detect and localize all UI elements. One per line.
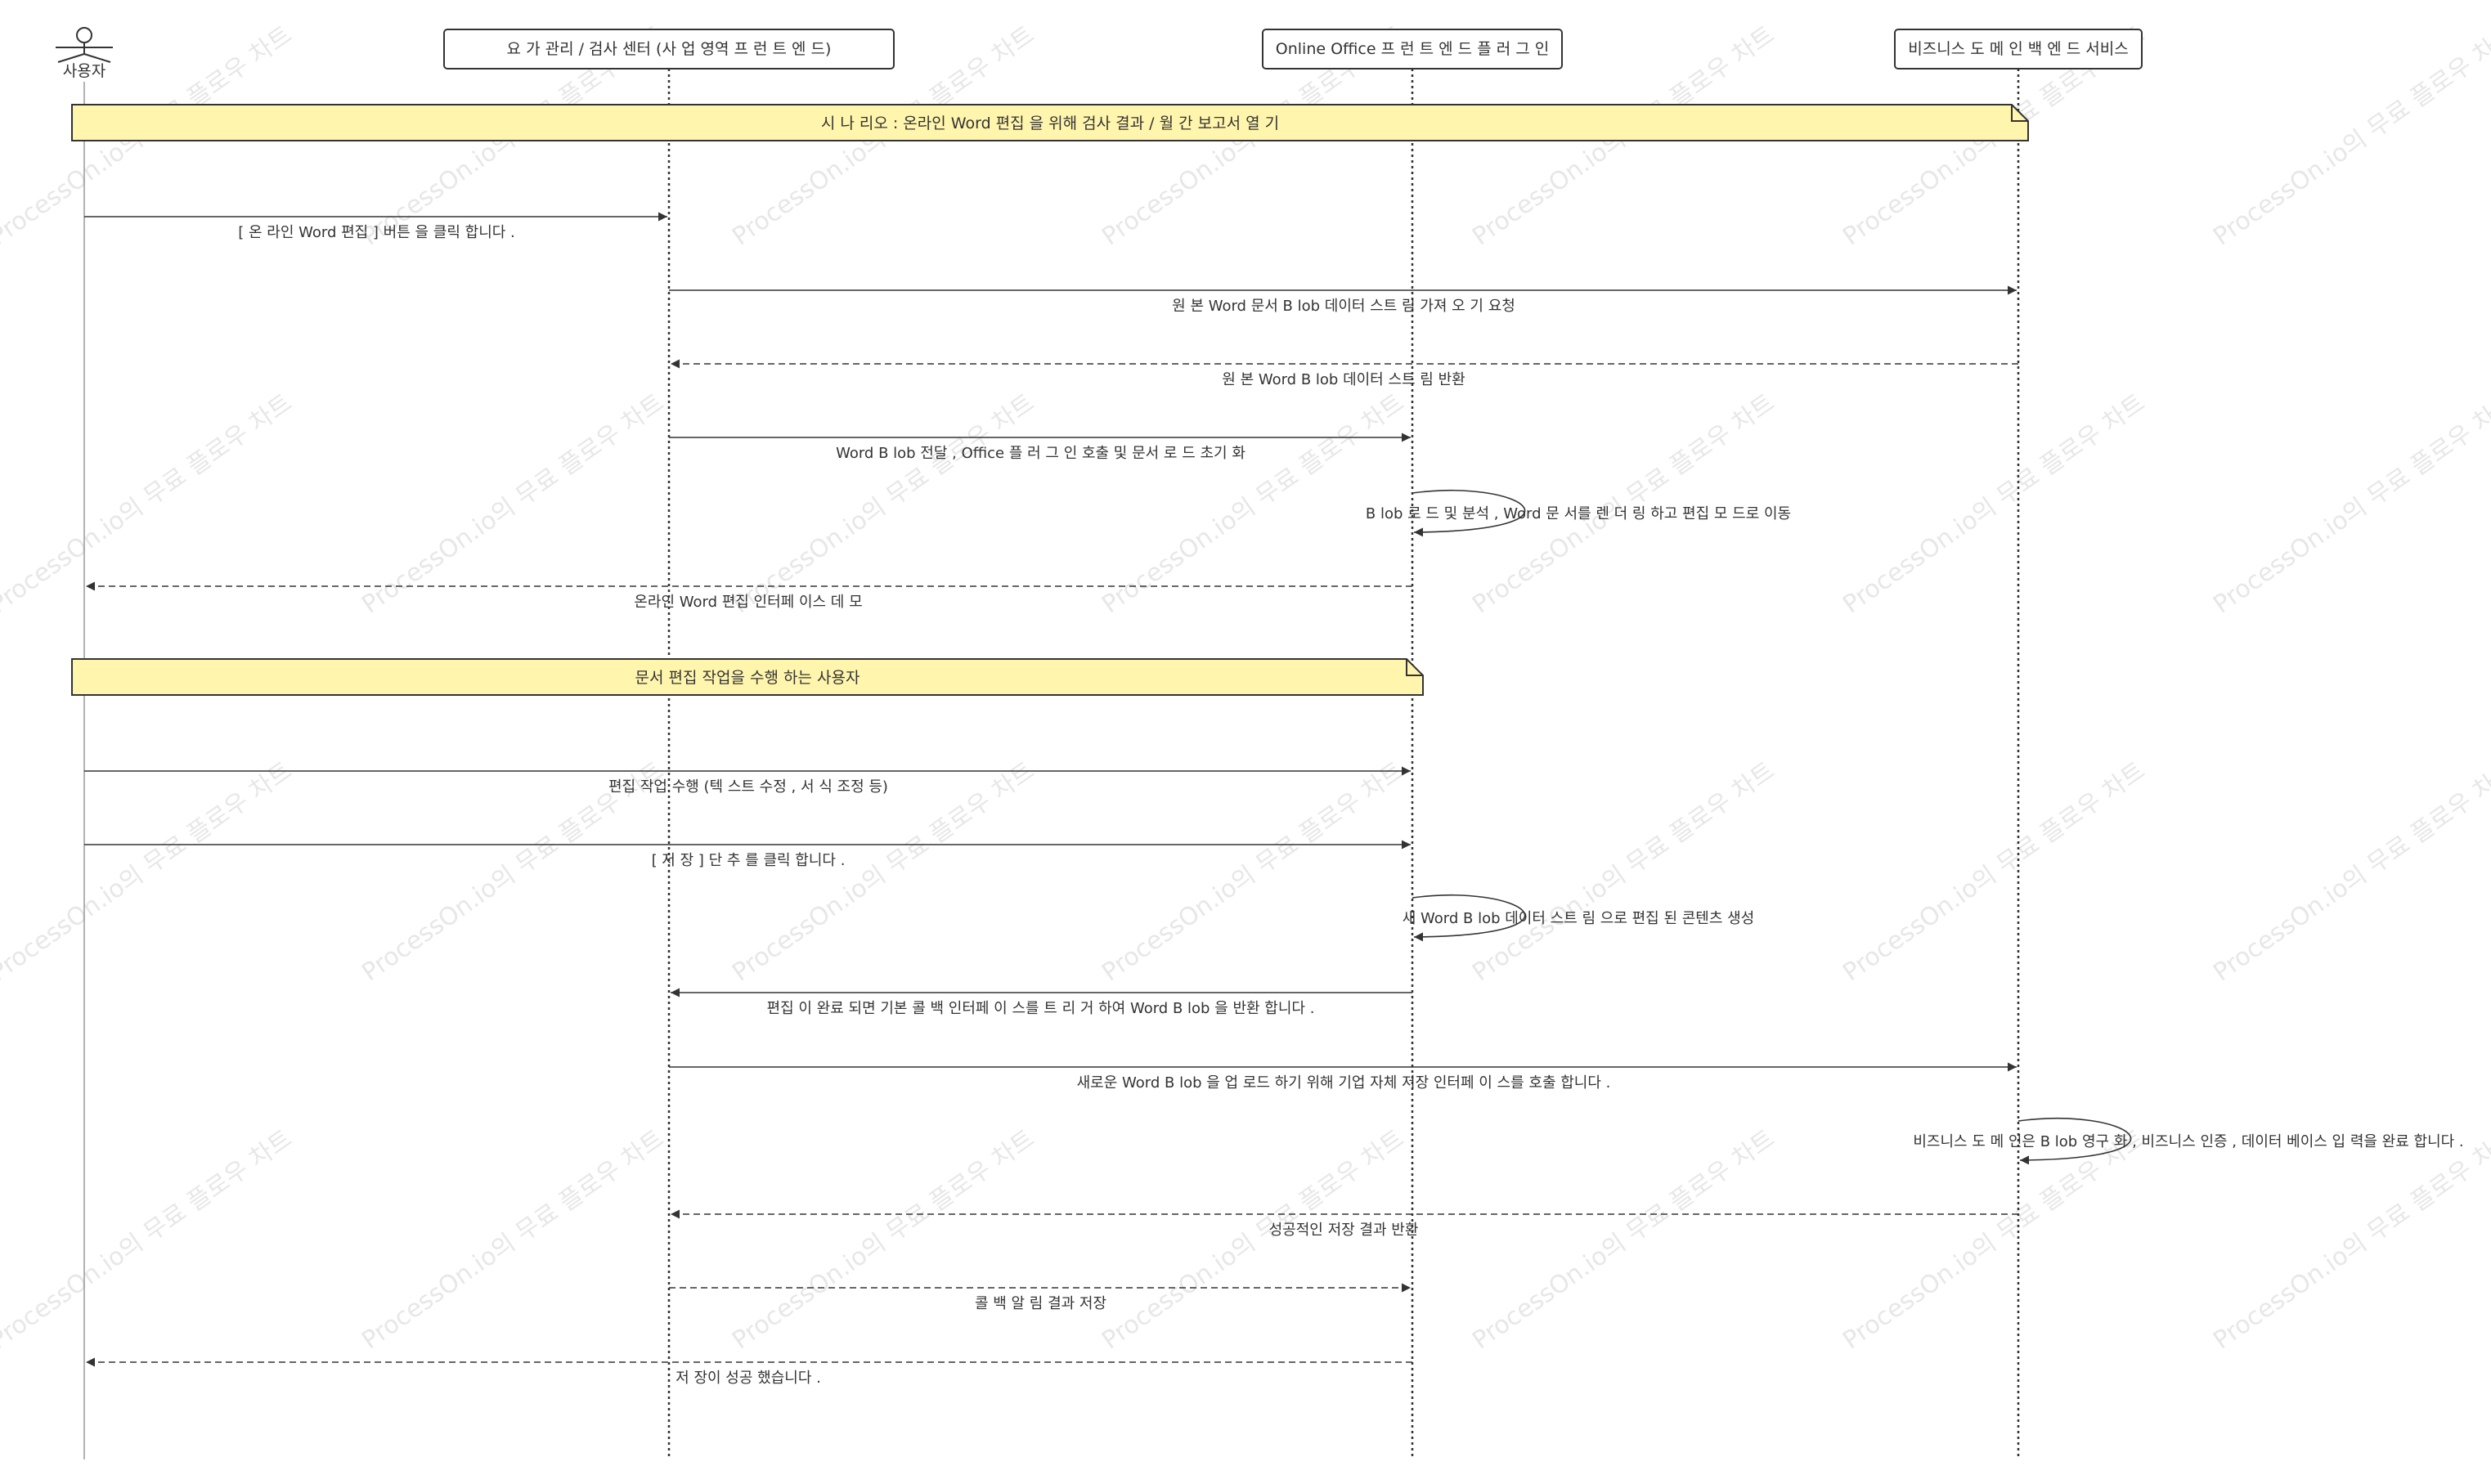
watermark-text: ProcessOn.io의 무료 플로우 차트 [1467,388,1780,619]
note-label: 시 나 리오 : 온라인 Word 편집 을 위해 검사 결과 / 월 간 보고… [821,114,1279,132]
message-arrow: 온라인 Word 편집 인터페 이스 데 모 [86,581,1412,611]
message-arrow: 편집 이 완료 되면 기본 콜 백 인터페 이 스를 트 리 거 하여 Word… [671,988,1412,1017]
message-arrow: 원 본 Word B lob 데이터 스트 림 반환 [671,359,2018,388]
participant-office: Online Office 프 런 트 엔 드 플 러 그 인 [1262,29,1563,69]
message-label: 성공적인 저장 결과 반환 [1269,1222,1419,1239]
self-message-label: 비즈니스 도 메 인은 B lob 영구 화 , 비즈니스 인증 , 데이터 베… [1913,1133,2463,1150]
note-label: 문서 편집 작업을 수행 하는 사용자 [635,669,860,687]
actor-label: 사용자 [63,62,105,80]
watermark-text: ProcessOn.io의 무료 플로우 차트 [727,1124,1039,1355]
watermark-text: ProcessOn.io의 무료 플로우 차트 [0,756,298,987]
message-label: 원 본 Word 문서 B lob 데이터 스트 림 가져 오 기 요청 [1172,298,1515,315]
self-loop [2017,1118,2132,1165]
self-message: B lob 로 드 및 분석 , Word 문 서를 렌 더 링 하고 편집 모… [1366,490,1791,537]
message-label: 원 본 Word B lob 데이터 스트 림 반환 [1222,371,1465,388]
message-label: 새로운 Word B lob 을 업 로드 하기 위해 기업 자체 저장 인터페… [1077,1074,1611,1092]
participant-label: 비즈니스 도 메 인 백 엔 드 서비스 [1908,40,2129,58]
message-arrow: [ 온 라인 Word 편집 ] 버튼 을 클릭 합니다 . [84,212,667,241]
watermark-text: ProcessOn.io의 무료 플로우 차트 [1838,1124,2150,1355]
participant-be: 비즈니스 도 메 인 백 엔 드 서비스 [1894,29,2143,69]
message-arrow: 저 장이 성공 했습니다 . [86,1357,1412,1387]
message-arrow: 편집 작업 수행 (텍 스트 수정 , 서 식 조정 등) [84,766,1411,796]
note: 시 나 리오 : 온라인 Word 편집 을 위해 검사 결과 / 월 간 보고… [71,104,2029,141]
watermark-text: ProcessOn.io의 무료 플로우 차트 [2208,20,2491,251]
watermark-text: ProcessOn.io의 무료 플로우 차트 [1097,756,1409,987]
watermark-text: ProcessOn.io의 무료 플로우 차트 [1467,756,1780,987]
participants: 사용자 요 가 관리 / 검사 센터 (사 업 영역 프 런 트 엔 드) Onli… [56,27,2143,80]
self-loop [1412,894,1526,942]
self-message: 비즈니스 도 메 인은 B lob 영구 화 , 비즈니스 인증 , 데이터 베… [1913,1118,2464,1165]
message-label: [ 온 라인 Word 편집 ] 버튼 을 클릭 합니다 . [238,224,515,241]
actor-user: 사용자 [56,27,113,80]
watermark-text: ProcessOn.io의 무료 플로우 차트 [1838,388,2150,619]
participant-box [443,29,895,69]
message-arrow: Word B lob 전달 , Office 플 러 그 인 호출 및 문서 로… [669,433,1411,462]
note-box [71,104,2029,141]
watermark-text: ProcessOn.io의 무료 플로우 차트 [2208,756,2491,987]
note-box [71,658,1424,696]
self-message-label: B lob 로 드 및 분석 , Word 문 서를 렌 더 링 하고 편집 모… [1366,505,1791,522]
watermark-text: ProcessOn.io의 무료 플로우 차트 [357,1124,669,1355]
message-label: Word B lob 전달 , Office 플 러 그 인 호출 및 문서 로… [836,445,1246,462]
watermark-text: ProcessOn.io의 무료 플로우 차트 [1097,388,1409,619]
participant-fe: 요 가 관리 / 검사 센터 (사 업 영역 프 런 트 엔 드) [443,29,895,69]
participant-label: 요 가 관리 / 검사 센터 (사 업 영역 프 런 트 엔 드) [507,40,832,58]
message-label: 저 장이 성공 했습니다 . [675,1370,821,1387]
steps: 시 나 리오 : 온라인 Word 편집 을 위해 검사 결과 / 월 간 보고… [71,104,2464,1387]
note: 문서 편집 작업을 수행 하는 사용자 [71,658,1424,696]
message-label: 콜 백 알 림 결과 저장 [975,1295,1106,1312]
participant-box [1894,29,2143,69]
message-arrow: [ 저 장 ] 단 추 를 클릭 합니다 . [84,840,1411,869]
watermark-text: ProcessOn.io의 무료 플로우 차트 [0,388,298,619]
message-arrow: 새로운 Word B lob 을 업 로드 하기 위해 기업 자체 저장 인터페… [669,1062,2017,1092]
message-label: [ 저 장 ] 단 추 를 클릭 합니다 . [652,852,846,869]
watermark-text: ProcessOn.io의 무료 플로우 차트 [1838,756,2150,987]
message-arrow: 원 본 Word 문서 B lob 데이터 스트 림 가져 오 기 요청 [669,285,2017,315]
message-label: 온라인 Word 편집 인터페 이스 데 모 [634,594,862,611]
lifelines [83,69,2020,1459]
message-label: 편집 이 완료 되면 기본 콜 백 인터페 이 스를 트 리 거 하여 Word… [767,1000,1315,1017]
watermark-text: ProcessOn.io의 무료 플로우 차트 [357,388,669,619]
participant-label: Online Office 프 런 트 엔 드 플 러 그 인 [1276,40,1549,58]
watermark-text: ProcessOn.io의 무료 플로우 차트 [0,1124,298,1355]
message-arrow: 콜 백 알 림 결과 저장 [669,1283,1411,1312]
participant-box [1262,29,1563,69]
self-loop [1412,490,1526,537]
message-arrow: 성공적인 저장 결과 반환 [671,1209,2018,1239]
watermark-text: ProcessOn.io의 무료 플로우 차트 [2208,1124,2491,1355]
watermark-text: ProcessOn.io의 무료 플로우 차트 [1467,1124,1780,1355]
self-message: 새 Word B lob 데이터 스트 림 으로 편집 된 콘텐츠 생성 [1403,894,1755,942]
watermark-text: ProcessOn.io의 무료 플로우 차트 [727,388,1039,619]
self-message-label: 새 Word B lob 데이터 스트 림 으로 편집 된 콘텐츠 생성 [1403,910,1755,927]
watermark-text: ProcessOn.io의 무료 플로우 차트 [1097,1124,1409,1355]
message-label: 편집 작업 수행 (텍 스트 수정 , 서 식 조정 등) [608,778,888,796]
watermark-text: ProcessOn.io의 무료 플로우 차트 [2208,388,2491,619]
